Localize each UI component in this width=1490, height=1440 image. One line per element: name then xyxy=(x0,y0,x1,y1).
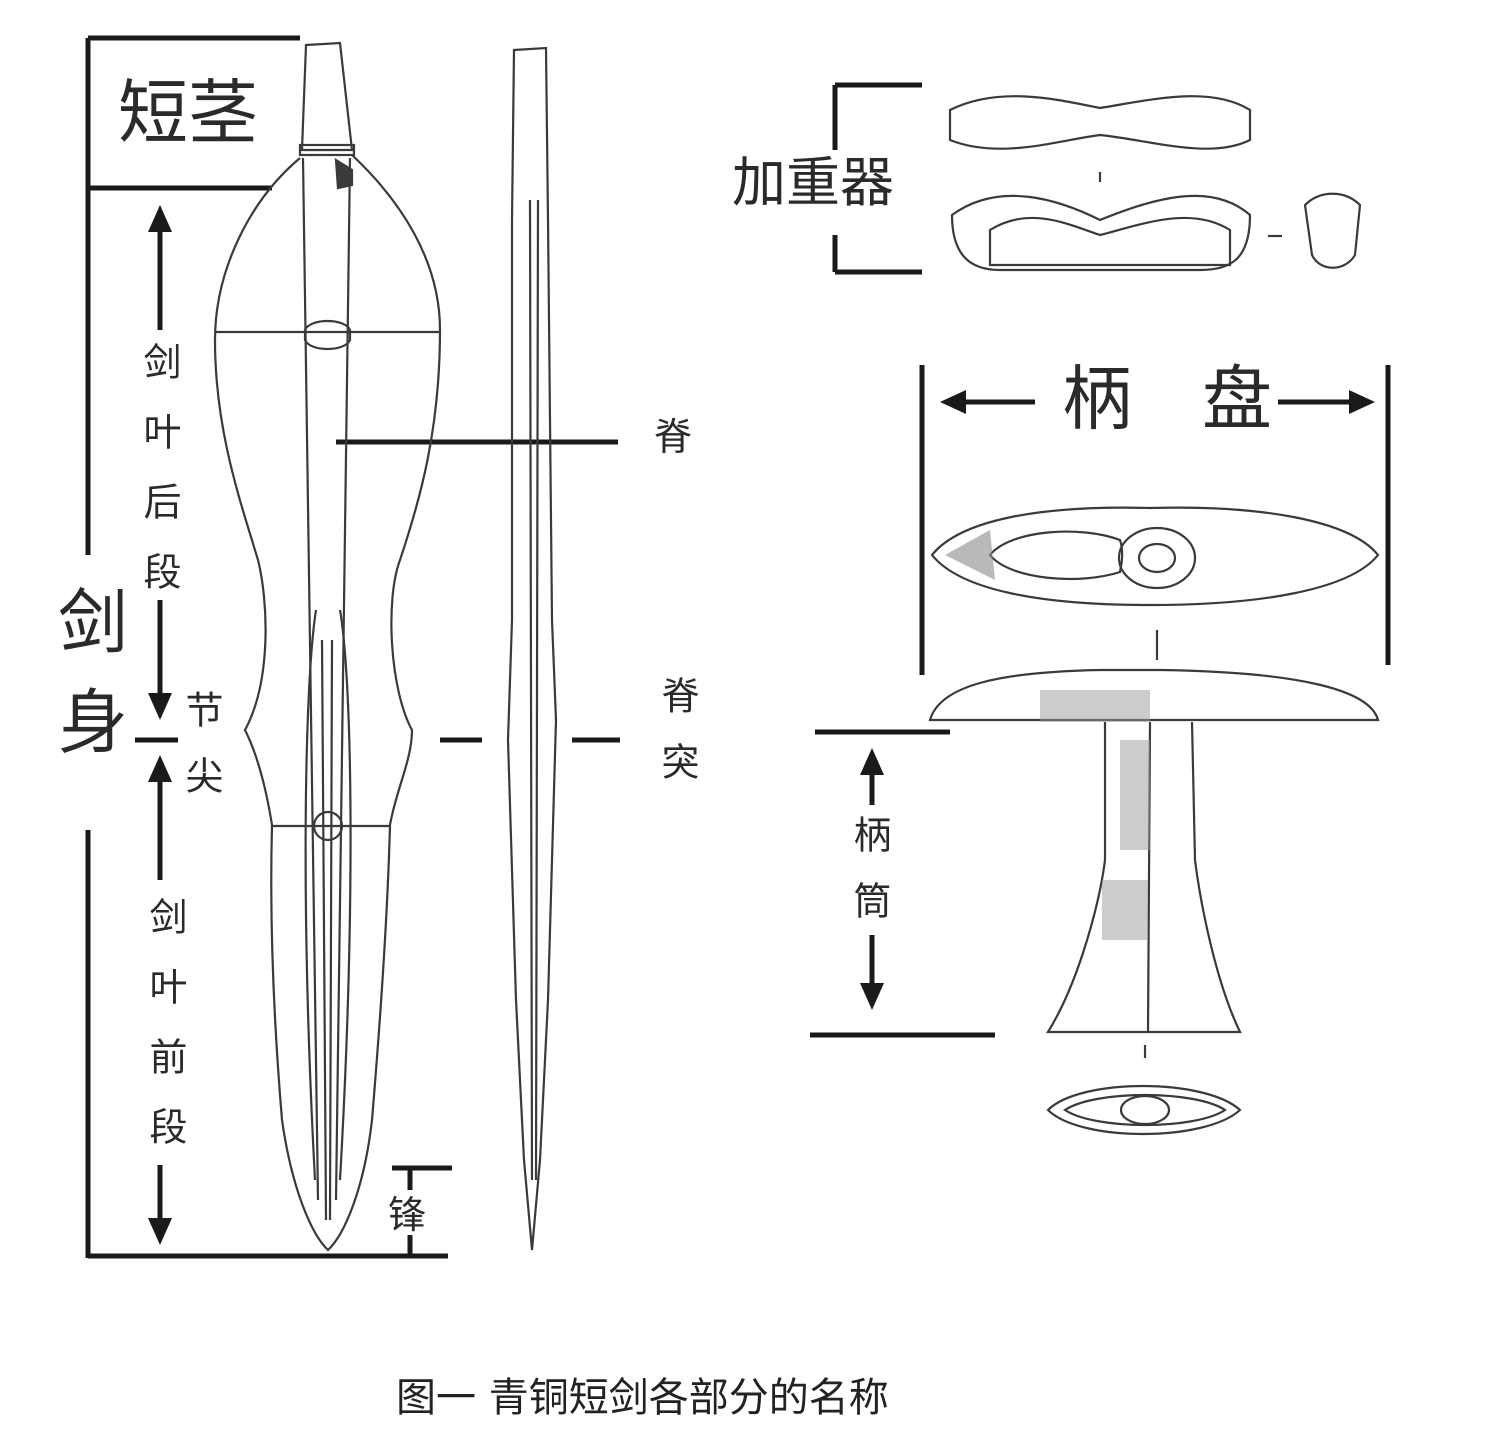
sword-front-view xyxy=(213,41,442,1252)
label-blade-front: 剑叶前段 xyxy=(143,897,187,1177)
sword-side-view xyxy=(506,46,558,1251)
label-node-tip: 节尖 xyxy=(179,690,223,822)
label-short-tang: 短茎 xyxy=(118,72,258,154)
weight-bracket xyxy=(832,82,922,275)
pommel-drawing xyxy=(928,506,1380,1135)
frame-lines xyxy=(85,35,448,1259)
label-spine: 脊 xyxy=(654,415,693,459)
weight-drawing xyxy=(948,95,1362,272)
pommel-bracket xyxy=(919,365,1391,675)
label-spine-ridge: 脊突 xyxy=(655,676,699,808)
label-sword-body: 剑身 xyxy=(46,585,129,785)
hilt-bracket xyxy=(810,729,995,1038)
label-hilt-tube: 柄筒 xyxy=(847,815,891,947)
label-point: 锋 xyxy=(388,1193,427,1237)
label-pommel-disc: 柄 盘 xyxy=(1062,358,1272,440)
figure-caption: 图一 青铜短剑各部分的名称 xyxy=(396,1375,889,1421)
point-marker xyxy=(392,1165,452,1256)
label-blade-rear: 剑叶后段 xyxy=(137,342,181,622)
label-weight: 加重器 xyxy=(732,151,894,214)
left-arrows xyxy=(148,205,172,1245)
